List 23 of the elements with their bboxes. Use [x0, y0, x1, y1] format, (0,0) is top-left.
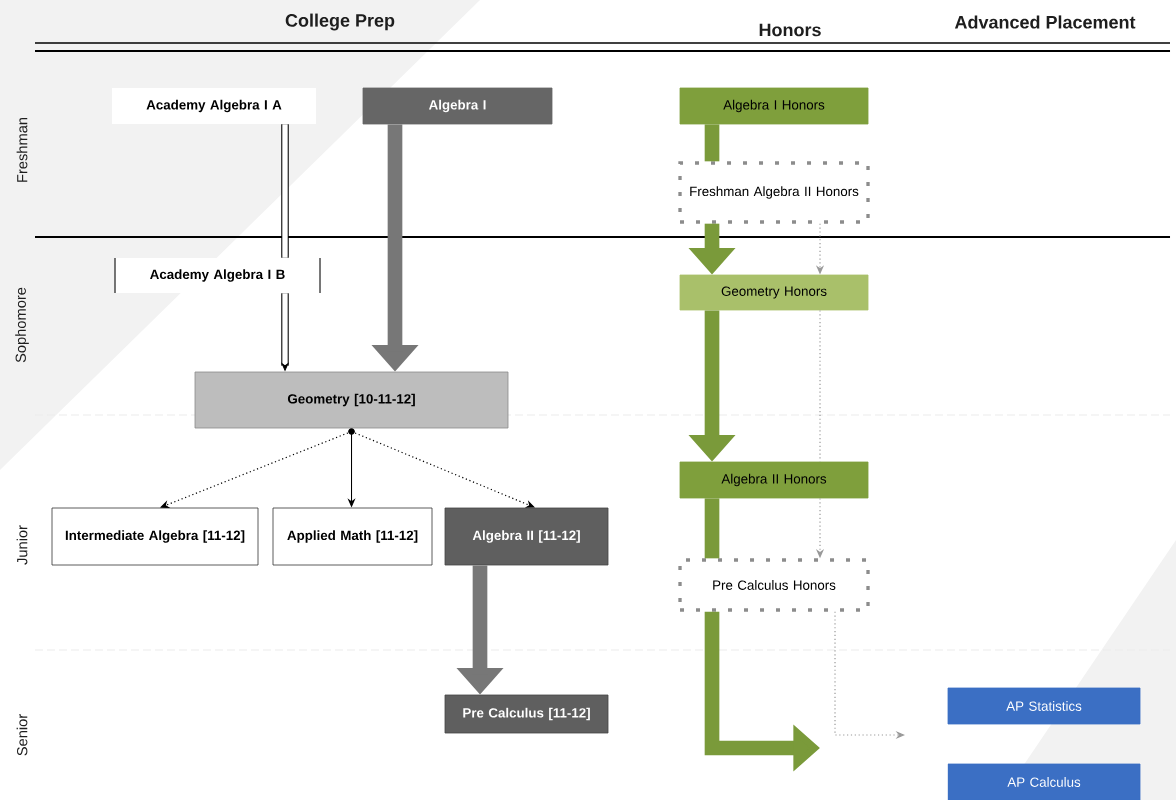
course-box: Pre Calculus [11-12]: [444, 694, 609, 734]
course-box: Applied Math [11-12]: [272, 507, 433, 566]
column-heading: Advanced Placement: [954, 15, 1136, 29]
course-box: Algebra II [11-12]: [444, 507, 609, 566]
column-heading: College Prep: [285, 13, 395, 31]
course-box: Intermediate Algebra [11-12]: [51, 507, 259, 566]
node-label: Academy Algebra I B: [150, 269, 285, 282]
course-box: Algebra II Honors: [679, 461, 869, 499]
row-label: Senior: [16, 714, 28, 756]
column-heading: Honors: [759, 23, 821, 37]
course-box: Academy Algebra I A: [112, 88, 316, 124]
row-label: Junior: [16, 525, 28, 565]
course-box: Freshman Algebra II Honors: [678, 161, 870, 224]
course-box: Geometry [10-11-12]: [194, 371, 509, 429]
course-box: Geometry Honors: [679, 274, 869, 311]
course-box: Pre Calculus Honors: [678, 558, 870, 612]
row-label: Sophomore: [15, 287, 29, 363]
course-box: AP Calculus: [947, 763, 1141, 800]
course-box: Algebra I Honors: [679, 87, 869, 125]
course-box: Algebra I: [362, 87, 553, 125]
row-label: Freshman: [16, 117, 28, 182]
course-box: AP Statistics: [947, 687, 1141, 725]
course-box: Academy Algebra I B: [114, 257, 321, 294]
